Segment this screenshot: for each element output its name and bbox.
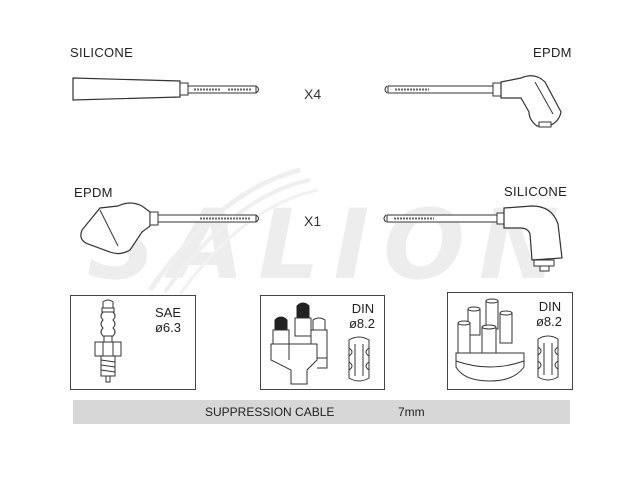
straight-silicone-boot-icon: [72, 77, 259, 101]
angled-epdm-boot-icon-left: [80, 202, 259, 255]
row2-right-material-label: SILICONE: [504, 184, 568, 199]
box2-standard-label: DIN: [351, 301, 375, 316]
din-8-2-terminal-icon: [348, 336, 370, 382]
row1-left-material-label: SILICONE: [70, 45, 134, 60]
box1-standard-label: SAE: [154, 305, 181, 320]
angled-epdm-boot-icon: [384, 75, 562, 128]
sae-spark-plug-terminal-icon: [94, 299, 122, 383]
row2-quantity-label: X1: [304, 213, 322, 229]
box1-diameter-label: ø6.3: [154, 320, 181, 335]
distributor-cap-terminal-icon: [270, 302, 328, 385]
sae-terminal-box: SAE ø6.3: [70, 295, 196, 390]
box3-diameter-label: ø8.2: [535, 314, 562, 329]
din-terminal-box-2: DIN ø8.2: [447, 292, 573, 390]
row1-right-material-label: EPDM: [533, 45, 572, 60]
distributor-cap-multi-terminal-icon: [455, 298, 525, 382]
brand-watermark: SALION: [86, 189, 574, 301]
silicone-90-degree-boot-icon: [383, 205, 563, 272]
row1-quantity-label: X4: [304, 86, 322, 102]
row2-left-material-label: EPDM: [74, 185, 113, 200]
cable-spec-bar: SUPPRESSION CABLE 7mm: [73, 400, 570, 424]
box2-diameter-label: ø8.2: [348, 316, 375, 331]
box3-standard-label: DIN: [538, 299, 562, 314]
cable-size-label: 7mm: [398, 405, 425, 419]
din-8-2-terminal-icon-2: [537, 335, 559, 381]
din-terminal-box-1: DIN ø8.2: [260, 295, 385, 390]
cable-type-label: SUPPRESSION CABLE: [205, 405, 335, 419]
